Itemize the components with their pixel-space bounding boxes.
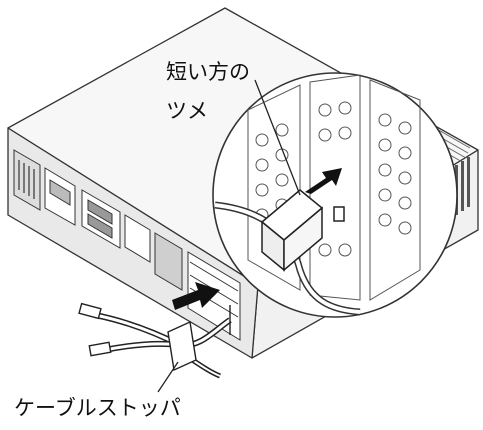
magnified-view bbox=[212, 72, 458, 318]
magnified-arrow bbox=[305, 168, 342, 194]
short-claw-label-line1: 短い方の bbox=[166, 60, 250, 84]
cable-stopper-leader bbox=[157, 361, 179, 393]
magnified-stopper bbox=[260, 189, 345, 272]
cable-stopper-label: ケーブルストッパ bbox=[14, 396, 181, 420]
short-claw-leader bbox=[254, 79, 301, 196]
cable-stopper-device bbox=[78, 302, 232, 379]
rear-grille bbox=[18, 160, 35, 199]
insert-arrow bbox=[172, 282, 220, 310]
short-claw-label-line2: ツメ bbox=[166, 99, 208, 123]
